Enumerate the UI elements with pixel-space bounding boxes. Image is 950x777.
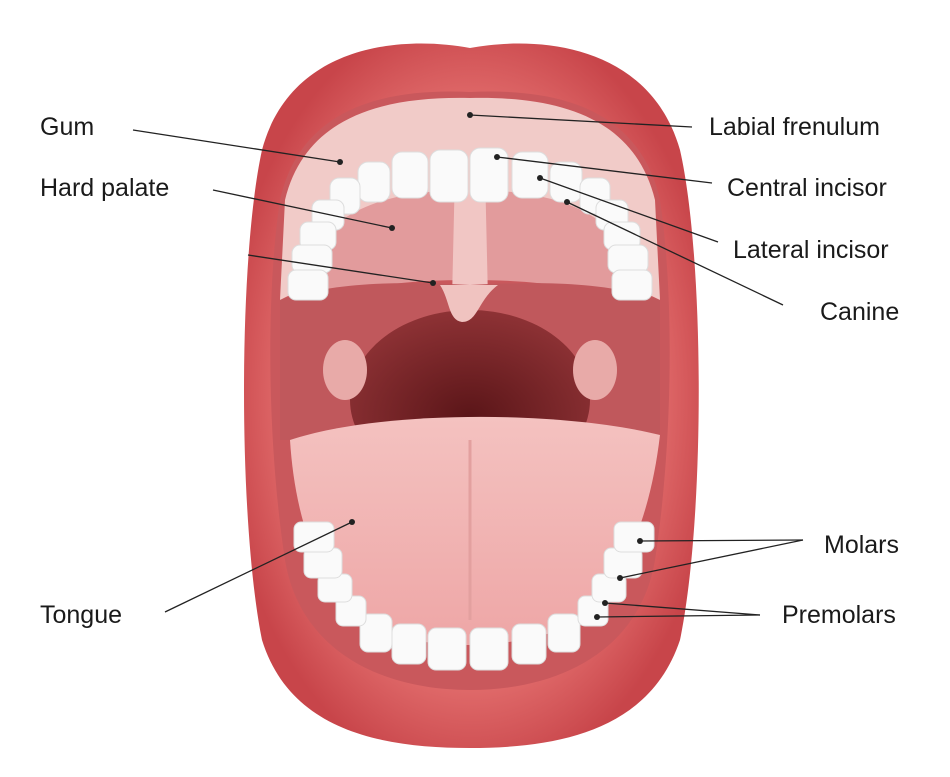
- leader-lines: [132, 114, 804, 618]
- uvula: [440, 285, 498, 322]
- label-canine: Canine: [820, 298, 900, 326]
- lower-teeth: [293, 521, 655, 671]
- right-tonsil: [573, 340, 617, 400]
- label-molars: Molars: [824, 531, 900, 559]
- label-lateral-incisor: Lateral incisor: [733, 236, 889, 264]
- label-gum: Gum: [40, 113, 95, 141]
- upper-teeth: [287, 147, 653, 301]
- palate-raphe: [452, 170, 488, 300]
- leader-dots: [337, 112, 643, 620]
- label-tongue: Tongue: [40, 601, 123, 629]
- label-hard-palate: Hard palate: [40, 174, 170, 202]
- tongue: [290, 416, 660, 645]
- label-premolars: Premolars: [782, 601, 896, 629]
- left-tonsil: [323, 340, 367, 400]
- label-labial-frenulum: Labial frenulum: [709, 113, 880, 141]
- label-central-incisor: Central incisor: [727, 174, 887, 202]
